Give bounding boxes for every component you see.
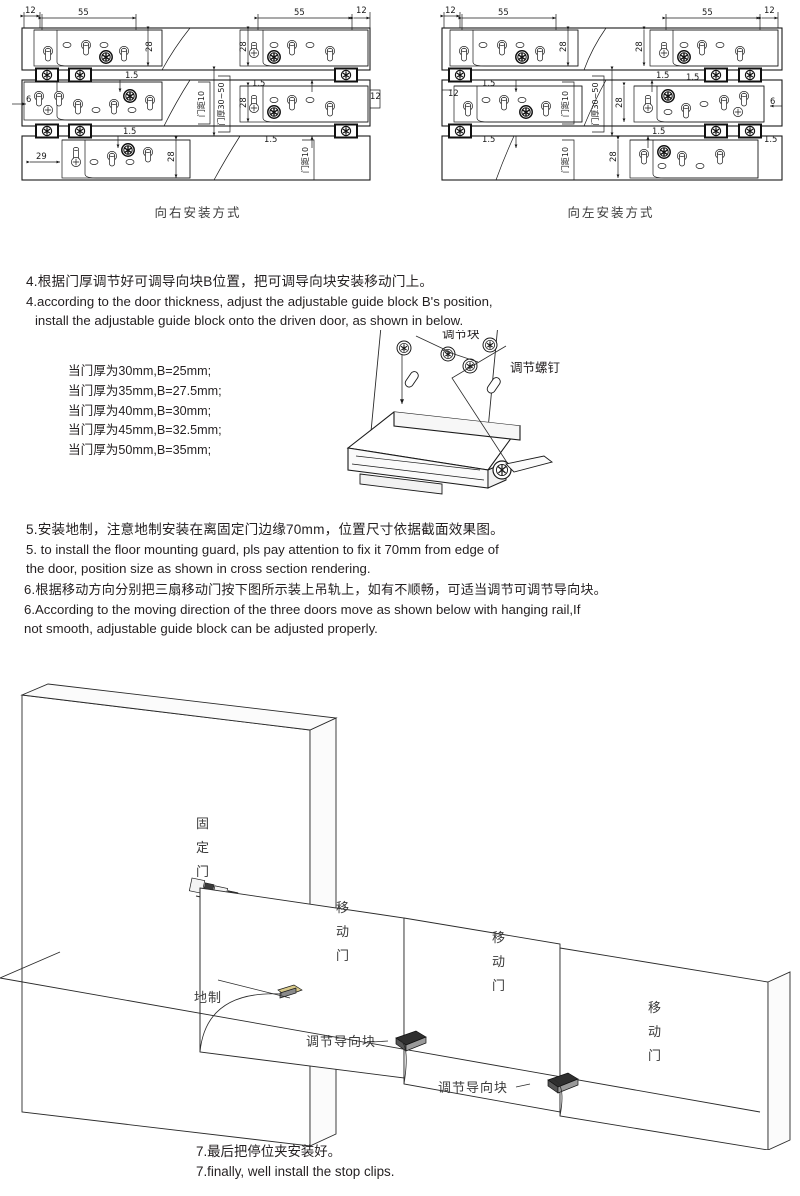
step-6-cn: 6.根据移动方向分别把三扇移动门按下图所示装上吊轨上，如有不顺畅，可适当调节可调… [24, 582, 607, 597]
dim-28-left-2: 28 [238, 41, 248, 52]
step-4-text: 4.根据门厚调节好可调导向块B位置，把可调导向块安装移动门上。 4.accord… [26, 272, 493, 331]
label-guide-block-1: 调节导向块 [306, 1034, 376, 1050]
dim-1_5-left-2: 1.5 [123, 126, 136, 136]
label-adjusting-block: 调节块 [442, 330, 480, 341]
step-6-en-1: 6.According to the moving direction of t… [24, 601, 581, 617]
label-guide-block-2: 调节导向块 [438, 1080, 508, 1096]
thickness-row-5: 当门厚为50mm,B=35mm; [68, 443, 212, 458]
thickness-row-1: 当门厚为30mm,B=25mm; [68, 364, 212, 378]
dim-12-left: 12 [25, 5, 36, 15]
dim-1_5-right-6: 1.5 [764, 134, 777, 144]
step-4-en-1: 4.according to the door thickness, adjus… [26, 293, 493, 309]
label-fixed-door: 固定门 [196, 817, 209, 880]
dim-12-right-2: 12 [764, 5, 775, 15]
thickness-and-part-section: 当门厚为30mm,B=25mm; 当门厚为35mm,B=27.5mm; 当门厚为… [0, 315, 800, 515]
step-7-text: 7.最后把停位夹安装好。 7.finally, well install the… [196, 1142, 394, 1181]
step-6-en-2: not smooth, adjustable guide block can b… [24, 621, 378, 636]
thickness-b-table: 当门厚为30mm,B=25mm; 当门厚为35mm,B=27.5mm; 当门厚为… [68, 362, 222, 461]
drawing-left-install: 12 55 55 12 28 28 28 28 [434, 4, 788, 220]
step-4-cn: 4.根据门厚调节好可调导向块B位置，把可调导向块安装移动门上。 [26, 274, 434, 289]
dim-1_5-left-4: 1.5 [264, 134, 277, 144]
drawing-right-install: 12 55 55 12 28 28 [12, 4, 384, 220]
dim-28-right: 28 [558, 41, 568, 52]
thickness-row-2: 当门厚为35mm,B=27.5mm; [68, 383, 222, 398]
step-4-en-2: install the adjustable guide block onto … [35, 313, 464, 328]
iso-assembly-diagram: 固定门 固定门 移动门 移动门 移动门 地制 调节导向块 调节导向块 [0, 660, 800, 1151]
adjustable-guide-block-drawing: 调节块 调节螺钉 [330, 315, 630, 510]
thickness-row-3: 当门厚为40mm,B=30mm; [68, 403, 212, 418]
label-door-gap-right-2: 门距10 [560, 147, 570, 173]
step-6-text: 6.根据移动方向分别把三扇移动门按下图所示装上吊轨上，如有不顺畅，可适当调节可调… [24, 580, 792, 639]
dim-55-left: 55 [78, 7, 89, 17]
dim-55-left-2: 55 [294, 7, 305, 17]
label-floor-guard: 地制 [194, 991, 222, 1006]
guide-block-svg: 调节块 调节螺钉 [346, 315, 561, 495]
caption-right-install: 向右安装方式 [154, 205, 242, 220]
label-door-gap-left-2: 门距10 [300, 147, 310, 173]
dim-55-right-2: 55 [702, 7, 713, 17]
dim-28-left: 28 [144, 41, 154, 52]
dim-12-left-2: 12 [356, 5, 367, 15]
label-door-gap-left: 门距10 [196, 91, 206, 117]
dim-55-right: 55 [498, 7, 509, 17]
dim-28-right-4: 28 [608, 151, 618, 162]
label-door-gap-right: 门距10 [560, 91, 570, 117]
label-moving-door-2: 移动门 [492, 931, 505, 994]
dim-12-right: 12 [445, 5, 456, 15]
step-5-cn: 5.安装地制，注意地制安装在离固定门边缘70mm，位置尺寸依据截面效果图。 [26, 522, 504, 537]
dim-6-left: 6 [26, 94, 31, 104]
step-5-en-1: 5. to install the floor mounting guard, … [26, 541, 499, 557]
label-door-thickness-right: 门厚30~50 [590, 82, 600, 125]
dim-1_5-left-3: 1.5 [252, 78, 265, 88]
thickness-row-4: 当门厚为45mm,B=32.5mm; [68, 423, 222, 438]
step-7-cn: 7.最后把停位夹安装好。 [196, 1144, 342, 1159]
dim-1_5-right-2: 1.5 [482, 134, 495, 144]
dim-1_5-left: 1.5 [125, 70, 138, 80]
label-adjusting-screw: 调节螺钉 [510, 360, 561, 375]
step-5-en-2: the door, position size as shown in cros… [26, 561, 371, 576]
dim-28-right-3: 28 [614, 97, 624, 108]
label-moving-door-3: 移动门 [648, 1001, 661, 1064]
dim-1_5-right-4: 1.5 [686, 72, 699, 82]
dim-29-left: 29 [36, 151, 47, 161]
dim-6-right: 6 [770, 96, 775, 106]
dim-12-right-3: 12 [448, 88, 459, 98]
dim-1_5-right-3: 1.5 [656, 70, 669, 80]
drawing-left-install-svg: 12 55 55 12 28 28 28 28 [440, 5, 783, 181]
caption-left-install: 向左安装方式 [567, 205, 655, 220]
dim-28-right-2: 28 [634, 41, 644, 52]
step-7-en: 7.finally, well install the stop clips. [196, 1163, 395, 1179]
label-door-thickness-left: 门厚30~50 [216, 82, 226, 125]
dim-28-left-4: 28 [166, 151, 176, 162]
dim-1_5-right-5: 1.5 [652, 126, 665, 136]
dim-1_5-right: 1.5 [482, 78, 495, 88]
label-moving-door-1: 移动门 [336, 901, 349, 964]
top-technical-drawings: 12 55 55 12 28 28 [0, 0, 800, 230]
step-5-text: 5.安装地制，注意地制安装在离固定门边缘70mm，位置尺寸依据截面效果图。 5.… [26, 520, 504, 579]
dim-28-left-3: 28 [238, 97, 248, 108]
dim-12-left-3: 12 [370, 91, 381, 101]
drawing-right-install-svg: 12 55 55 12 28 28 [12, 5, 381, 181]
iso-assembly-svg: 固定门 固定门 移动门 移动门 移动门 地制 调节导向块 调节导向块 [0, 683, 791, 1151]
